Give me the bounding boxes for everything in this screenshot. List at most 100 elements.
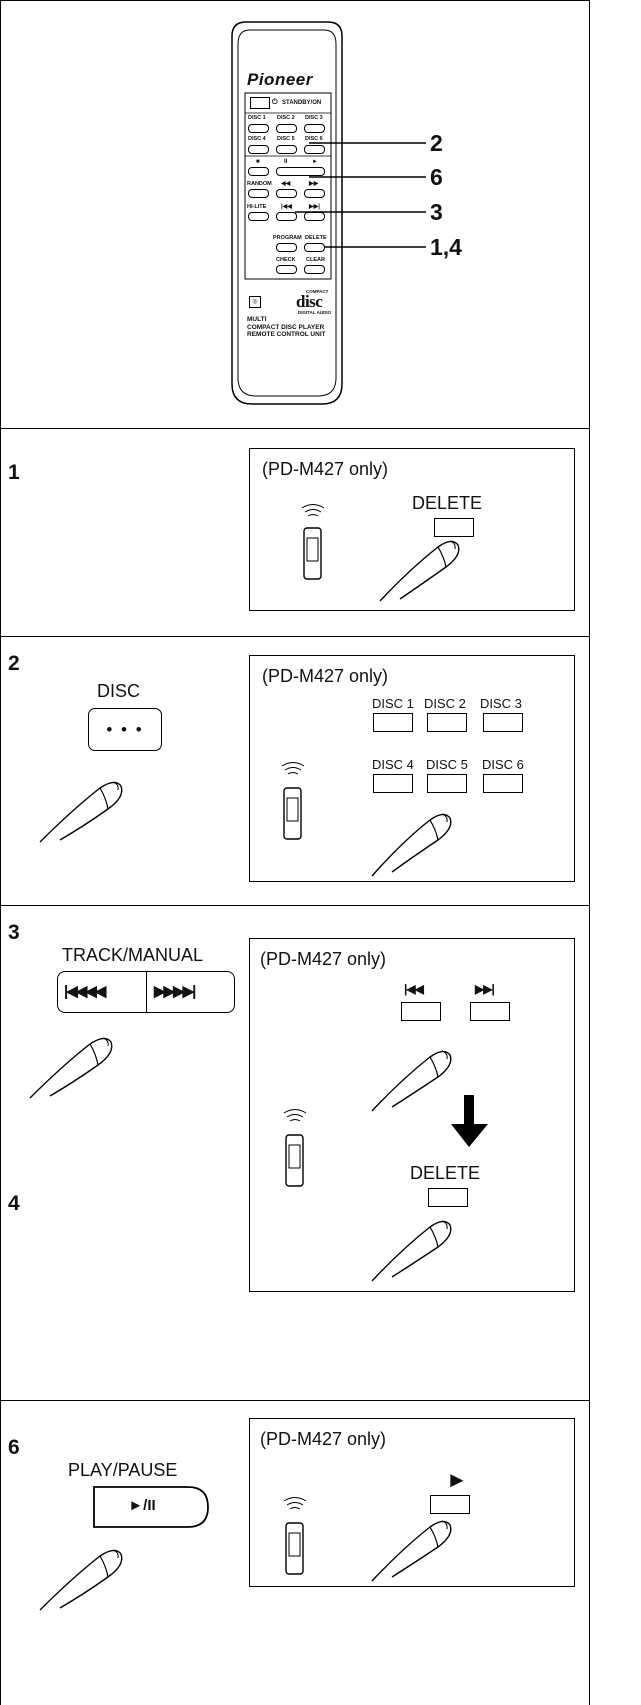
remote-random-button[interactable]: [248, 189, 269, 198]
remote-standby-button[interactable]: [250, 97, 270, 109]
step2-remote-box: (PD-M427 only) DISC 1 DISC 2 DISC 3 DISC…: [249, 655, 575, 882]
disc-panel-button[interactable]: • • •: [88, 708, 162, 751]
divider: [0, 428, 590, 429]
down-arrow-icon: [451, 1095, 488, 1147]
remote-disc2-label: DISC 2: [277, 115, 295, 121]
remote-clear-button[interactable]: [304, 265, 325, 274]
remote-hilite-label: HI-LITE: [247, 204, 267, 210]
step-number-3: 3: [8, 921, 20, 944]
remote-rewind-button[interactable]: [276, 189, 297, 198]
unit-line: REMOTE CONTROL UNIT: [247, 331, 326, 338]
model-note: (PD-M427 only): [260, 949, 387, 969]
step3-remote-box: (PD-M427 only) |◀◀ ▶▶| DELETE: [249, 938, 575, 1292]
remote-control-icon: [281, 762, 305, 840]
step-number-1: 1: [8, 461, 20, 484]
play-pause-label: PLAY/PAUSE: [68, 1460, 178, 1480]
remote-disc2-button[interactable]: [276, 124, 297, 133]
previous-track-icon: |◀◀◀◀: [64, 983, 106, 1000]
previous-track-button[interactable]: [401, 1002, 441, 1021]
pressing-finger-icon: [29, 1037, 113, 1099]
remote-disc3-label: DISC 3: [305, 115, 323, 121]
pressing-finger-icon: [371, 1050, 452, 1112]
play-icon: ►: [446, 1467, 468, 1492]
rewind-icon: ◀◀: [281, 181, 291, 187]
remote-disc1-button[interactable]: [248, 124, 269, 133]
step3-drawing: [283, 1050, 488, 1282]
previous-track-icon: |◀◀: [281, 204, 292, 210]
remote-disc6-button[interactable]: [304, 145, 325, 154]
disc6-button[interactable]: [483, 774, 523, 793]
pause-icon: II: [284, 159, 288, 165]
previous-track-icon: |◀◀: [404, 982, 424, 996]
play-button[interactable]: [430, 1495, 470, 1514]
callout-2: 2: [430, 130, 443, 156]
remote-disc5-label: DISC 5: [277, 136, 295, 142]
remote-disc4-button[interactable]: [248, 145, 269, 154]
step1-remote-box: (PD-M427 only) DELETE: [249, 448, 575, 611]
pressing-finger-icon: [39, 781, 123, 843]
remote-disc5-button[interactable]: [276, 145, 297, 154]
remote-program-button[interactable]: [276, 243, 297, 252]
unit-line: MULTI: [247, 316, 267, 323]
remote-random-label: RANDOM: [247, 181, 272, 187]
pressing-finger-icon: [379, 540, 460, 602]
track-manual-button[interactable]: |◀◀◀◀ ▶▶▶▶|: [57, 971, 235, 1013]
fast-forward-icon: ▶▶: [309, 181, 319, 187]
disc3-button[interactable]: [483, 713, 523, 732]
disc5-button[interactable]: [427, 774, 467, 793]
delete-button[interactable]: [434, 518, 474, 537]
next-track-icon: ▶▶|: [309, 204, 320, 210]
divider: [0, 1400, 590, 1401]
disc1-label: DISC 1: [372, 696, 414, 711]
step3-finger-drawing: [29, 1037, 113, 1099]
remote-next-track-button[interactable]: [304, 212, 325, 221]
remote-disc6-label: DISC 6: [305, 136, 323, 142]
step1-drawing: [301, 504, 460, 602]
disc4-label: DISC 4: [372, 757, 414, 772]
pressing-finger-icon: [371, 1220, 452, 1282]
remote-previous-track-button[interactable]: [276, 212, 297, 221]
callout-3: 3: [430, 199, 443, 225]
track-manual-label: TRACK/MANUAL: [62, 945, 204, 965]
disc-symbol-icon: ◎: [249, 296, 261, 308]
step2-drawing: [281, 762, 452, 877]
remote-delete-button[interactable]: [304, 243, 325, 252]
pressing-finger-icon: [39, 1549, 123, 1611]
next-track-button[interactable]: [470, 1002, 510, 1021]
remote-control-icon: [301, 504, 325, 580]
play-icon: ►: [312, 159, 318, 165]
remote-brand-logo: Pioneer: [247, 70, 313, 89]
disc4-button[interactable]: [373, 774, 413, 793]
remote-disc3-button[interactable]: [304, 124, 325, 133]
power-icon: ⏻: [272, 99, 278, 106]
step-number-4: 4: [8, 1192, 20, 1215]
remote-stop-button[interactable]: [248, 167, 269, 176]
disc3-label: DISC 3: [480, 696, 522, 711]
delete-button[interactable]: [428, 1188, 468, 1207]
remote-program-label: PROGRAM: [273, 235, 302, 241]
remote-disc1-label: DISC 1: [248, 115, 266, 121]
step6-drawing: [283, 1497, 452, 1582]
pressing-finger-icon: [371, 813, 452, 877]
divider: [0, 636, 590, 637]
step6-finger-drawing: [39, 1549, 123, 1611]
next-track-icon: ▶▶▶▶|: [154, 983, 196, 1000]
disc1-button[interactable]: [373, 713, 413, 732]
remote-play-pause-button[interactable]: [276, 167, 325, 176]
disc2-button[interactable]: [427, 713, 467, 732]
play-pause-button[interactable]: ►/II: [92, 1485, 210, 1529]
remote-delete-label: DELETE: [305, 235, 327, 241]
next-track-icon: ▶▶|: [475, 982, 495, 996]
step2-finger-drawing: [39, 781, 123, 843]
disc6-label: DISC 6: [482, 757, 524, 772]
remote-control-icon: [283, 1109, 307, 1187]
unit-line: COMPACT DISC PLAYER: [247, 323, 325, 331]
compact-disc-logo-top: COMPACT: [306, 289, 329, 294]
remote-hilite-button[interactable]: [248, 212, 269, 221]
step-number-2: 2: [8, 652, 20, 675]
model-note: (PD-M427 only): [262, 666, 389, 686]
pressing-finger-icon: [371, 1520, 452, 1582]
remote-fast-forward-button[interactable]: [304, 189, 325, 198]
disc-panel-label: DISC: [97, 681, 141, 701]
remote-check-button[interactable]: [276, 265, 297, 274]
